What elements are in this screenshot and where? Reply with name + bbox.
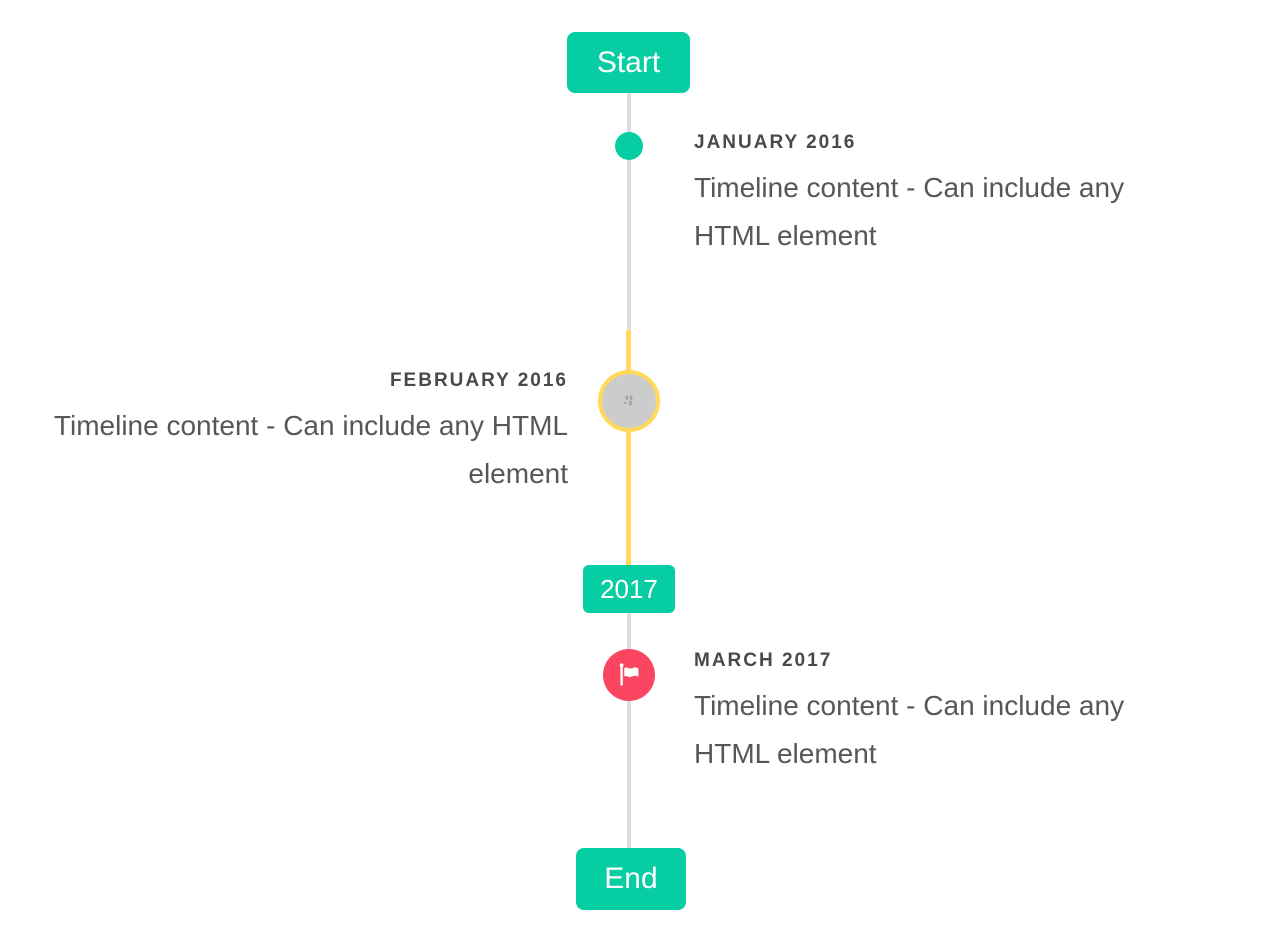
- timeline-end-badge: End: [576, 848, 686, 910]
- marker-flag-march[interactable]: [603, 649, 655, 701]
- timeline-start-badge: Start: [567, 32, 690, 93]
- item-content: Timeline content - Can include any HTML …: [53, 410, 568, 489]
- item-date: JANUARY 2016: [694, 132, 857, 153]
- broken-image-icon: [619, 392, 639, 410]
- item-date: MARCH 2017: [694, 650, 833, 671]
- item-date: FEBRUARY 2016: [389, 370, 568, 391]
- timeline-item-march: MARCH 2017 Timeline content - Can includ…: [694, 650, 1199, 778]
- timeline-year-badge: 2017: [583, 565, 675, 613]
- timeline-line-top: [627, 92, 631, 332]
- flag-icon: [614, 660, 644, 690]
- timeline-item-february: FEBRUARY 2016 Timeline content - Can inc…: [48, 370, 568, 498]
- marker-dot-january[interactable]: [615, 132, 643, 160]
- timeline-item-january: JANUARY 2016 Timeline content - Can incl…: [694, 132, 1199, 260]
- item-content: Timeline content - Can include any HTML …: [694, 172, 1125, 251]
- marker-circle-february[interactable]: [598, 370, 660, 432]
- timeline-line-highlighted: [626, 330, 631, 565]
- item-content: Timeline content - Can include any HTML …: [694, 690, 1125, 769]
- timeline-line-bottom: [627, 613, 631, 849]
